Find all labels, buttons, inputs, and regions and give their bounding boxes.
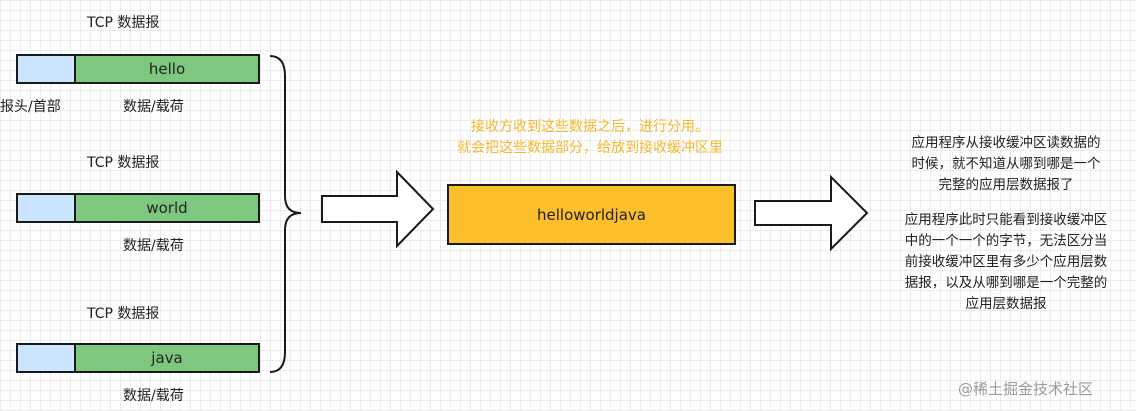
datagram-3-title: TCP 数据报 (87, 306, 160, 322)
datagram-1-header-label: 报头/首部 (0, 99, 61, 115)
right-arrow-icon (321, 169, 435, 249)
datagram-2-payload-block: world (76, 193, 260, 223)
datagram-1-payload-text: hello (148, 60, 186, 78)
explanation-1-line-2: 时候，就不知道从哪到哪是一个 (911, 156, 1101, 172)
explanation-2-line-5: 应用层数据报 (965, 296, 1047, 312)
explanation-1-line-3: 完整的应用层数据报了 (938, 177, 1074, 193)
receive-buffer-text: helloworldjava (537, 205, 646, 224)
demultiplex-note-line-2: 就会把这些数据部分，给放到接收缓冲区里 (457, 140, 723, 156)
datagram-3-payload-text: java (151, 349, 183, 367)
receive-buffer-block: helloworldjava (447, 184, 736, 245)
explanation-paragraph-1: 应用程序从接收缓冲区读数据的 时候，就不知道从哪到哪是一个 完整的应用层数据报了 (876, 133, 1136, 196)
datagram-2-header-block (16, 193, 76, 223)
grouping-brace (269, 55, 302, 373)
explanation-2-line-1: 应用程序此时只能看到接收缓冲区 (904, 212, 1108, 228)
right-arrow-icon-2 (754, 174, 869, 252)
datagram-3-header-block (16, 343, 76, 373)
datagram-3-payload-block: java (76, 343, 260, 373)
explanation-paragraph-2: 应用程序此时只能看到接收缓冲区 中的一个一个的字节，无法区分当 前接收缓冲区里有… (876, 210, 1136, 315)
demultiplex-note: 接收方收到这些数据之后，进行分用。 就会把这些数据部分，给放到接收缓冲区里 (420, 117, 760, 159)
datagram-2-payload-label: 数据/载荷 (123, 238, 184, 254)
datagram-2-title: TCP 数据报 (87, 155, 160, 171)
explanation-2-line-4: 据报，以及从哪到哪是一个完整的 (904, 275, 1108, 291)
explanation-2-line-2: 中的一个一个的字节，无法区分当 (904, 233, 1108, 249)
datagram-1-title: TCP 数据报 (87, 15, 160, 31)
datagram-3-payload-label: 数据/载荷 (123, 388, 184, 404)
explanation-2-line-3: 前接收缓冲区里有多少个应用层数 (904, 254, 1108, 270)
explanation-1-line-1: 应用程序从接收缓冲区读数据的 (911, 135, 1101, 151)
datagram-1-payload-label: 数据/载荷 (123, 99, 184, 115)
demultiplex-note-line-1: 接收方收到这些数据之后，进行分用。 (471, 119, 709, 135)
watermark: @稀土掘金技术社区 (958, 380, 1094, 398)
datagram-1-payload-block: hello (76, 54, 260, 84)
datagram-2-payload-text: world (146, 199, 188, 217)
datagram-1-header-block (16, 54, 76, 84)
